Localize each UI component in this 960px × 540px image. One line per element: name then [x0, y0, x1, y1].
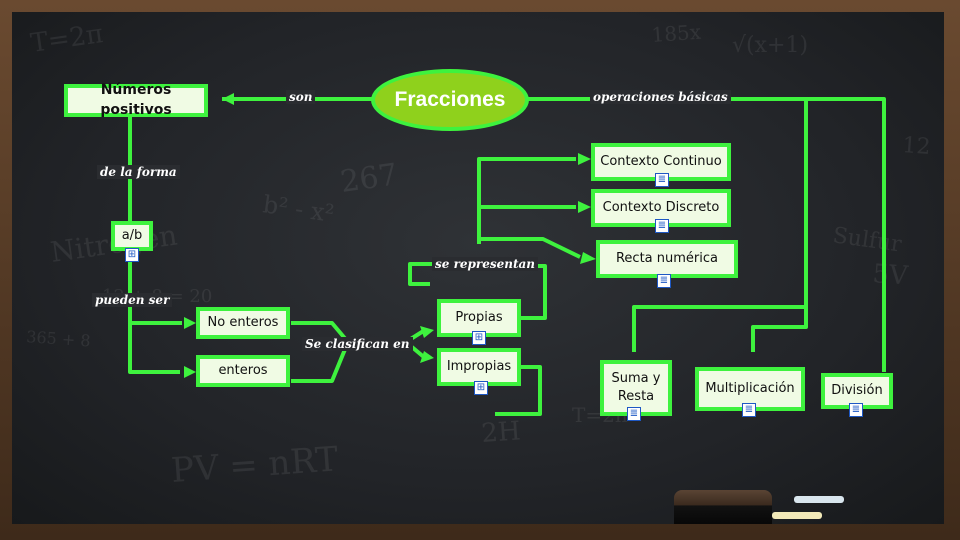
background-formula: 12: [902, 133, 932, 160]
arrowhead: [420, 326, 434, 338]
background-formula: 185x: [651, 20, 703, 47]
connector-line: [291, 321, 350, 383]
connector-line: [632, 305, 806, 352]
link-label-pueden-ser: pueden ser: [92, 293, 173, 307]
submap-icon[interactable]: ⊞: [472, 331, 486, 345]
note-icon[interactable]: ≣: [849, 403, 863, 417]
arrowhead: [184, 317, 196, 329]
arrowhead: [578, 153, 591, 165]
node-enteros[interactable]: enteros: [196, 355, 290, 387]
arrowhead: [222, 93, 234, 105]
chalk-stick-yellow: [772, 512, 822, 519]
note-icon[interactable]: ≣: [655, 219, 669, 233]
node-recta-numerica[interactable]: Recta numérica: [596, 240, 738, 278]
link-label-se-representan: se representan: [432, 257, 539, 271]
connector-line: [495, 365, 542, 416]
arrowhead: [578, 201, 591, 213]
connector-line: [527, 97, 886, 372]
node-contexto-continuo[interactable]: Contexto Continuo: [591, 143, 731, 181]
node-a-b[interactable]: a/b: [111, 221, 153, 251]
note-icon[interactable]: ≣: [655, 173, 669, 187]
link-label-se-clasifican-en: Se clasifican en: [302, 337, 413, 351]
background-formula: 365 + 8: [26, 327, 91, 350]
submap-icon[interactable]: ⊞: [125, 248, 139, 262]
eraser: [674, 490, 772, 524]
arrowhead: [184, 366, 196, 378]
background-formula: 5V: [872, 259, 911, 291]
note-icon[interactable]: ≣: [742, 403, 756, 417]
arrowhead: [580, 252, 596, 264]
link-label-de-la-forma: de la forma: [97, 165, 180, 179]
background-formula: 2H: [480, 416, 521, 449]
node-numeros-positivos[interactable]: Números positivos: [64, 82, 208, 118]
connector-line: [477, 157, 576, 244]
connector-line: [479, 237, 581, 259]
background-formula: √(x+1): [732, 33, 808, 58]
note-icon[interactable]: ≣: [627, 407, 641, 421]
note-icon[interactable]: ≣: [657, 274, 671, 288]
link-label-son: son: [286, 90, 316, 104]
link-label-operaciones-basicas: operaciones básicas: [590, 90, 731, 104]
background-formula: 267: [338, 157, 400, 200]
root-node-fracciones[interactable]: Fracciones: [371, 69, 529, 131]
chalk-stick-blue: [794, 496, 844, 503]
connector-line: [751, 99, 808, 352]
node-suma-y-resta[interactable]: Suma y Resta: [600, 360, 672, 416]
connector-line: [128, 258, 180, 374]
node-no-enteros[interactable]: No enteros: [196, 307, 290, 339]
submap-icon[interactable]: ⊞: [474, 381, 488, 395]
arrowhead: [420, 351, 434, 363]
